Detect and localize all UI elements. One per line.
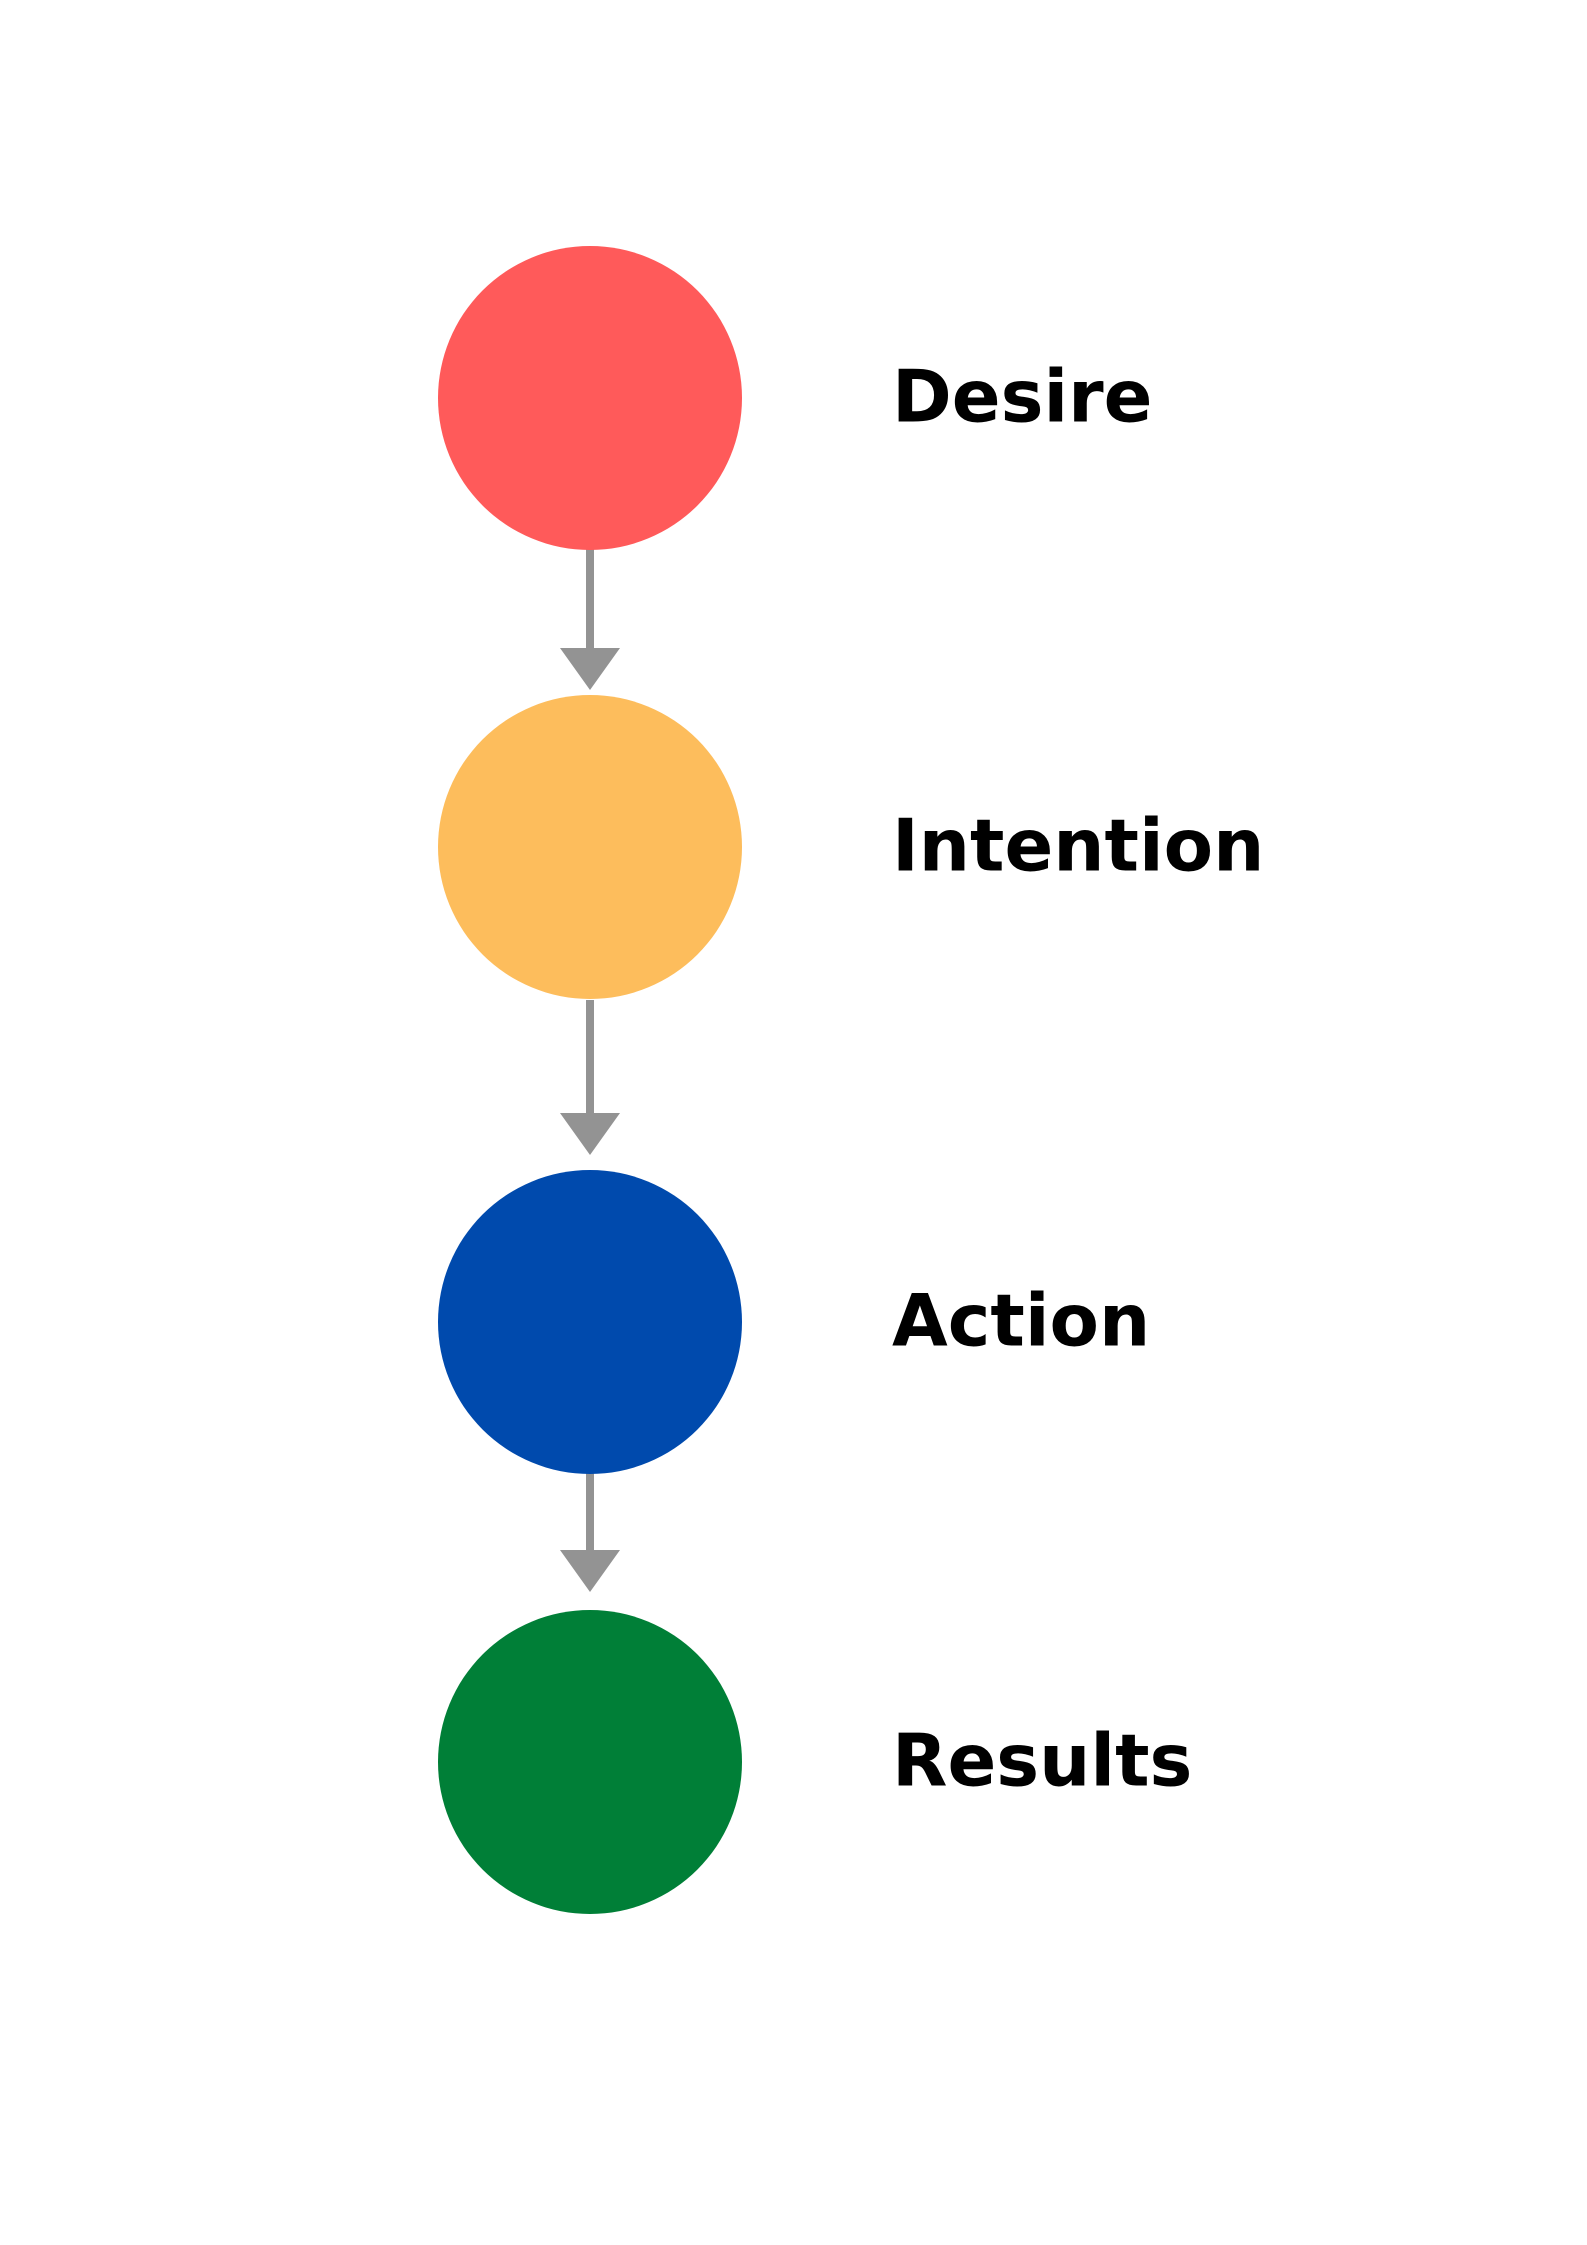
node-circle-desire (438, 246, 742, 550)
arrow-head (560, 1113, 620, 1155)
node-label-action: Action (892, 1279, 1150, 1363)
arrow-2 (560, 1000, 620, 1155)
node-circle-intention (438, 695, 742, 999)
node-label-results: Results (892, 1719, 1192, 1803)
arrow-head (560, 648, 620, 690)
arrow-1 (560, 532, 620, 690)
nodes (438, 246, 742, 1914)
arrow-head (560, 1550, 620, 1592)
node-circle-results (438, 1610, 742, 1914)
node-circle-action (438, 1170, 742, 1474)
node-label-desire: Desire (892, 355, 1152, 439)
node-label-intention: Intention (892, 804, 1264, 888)
